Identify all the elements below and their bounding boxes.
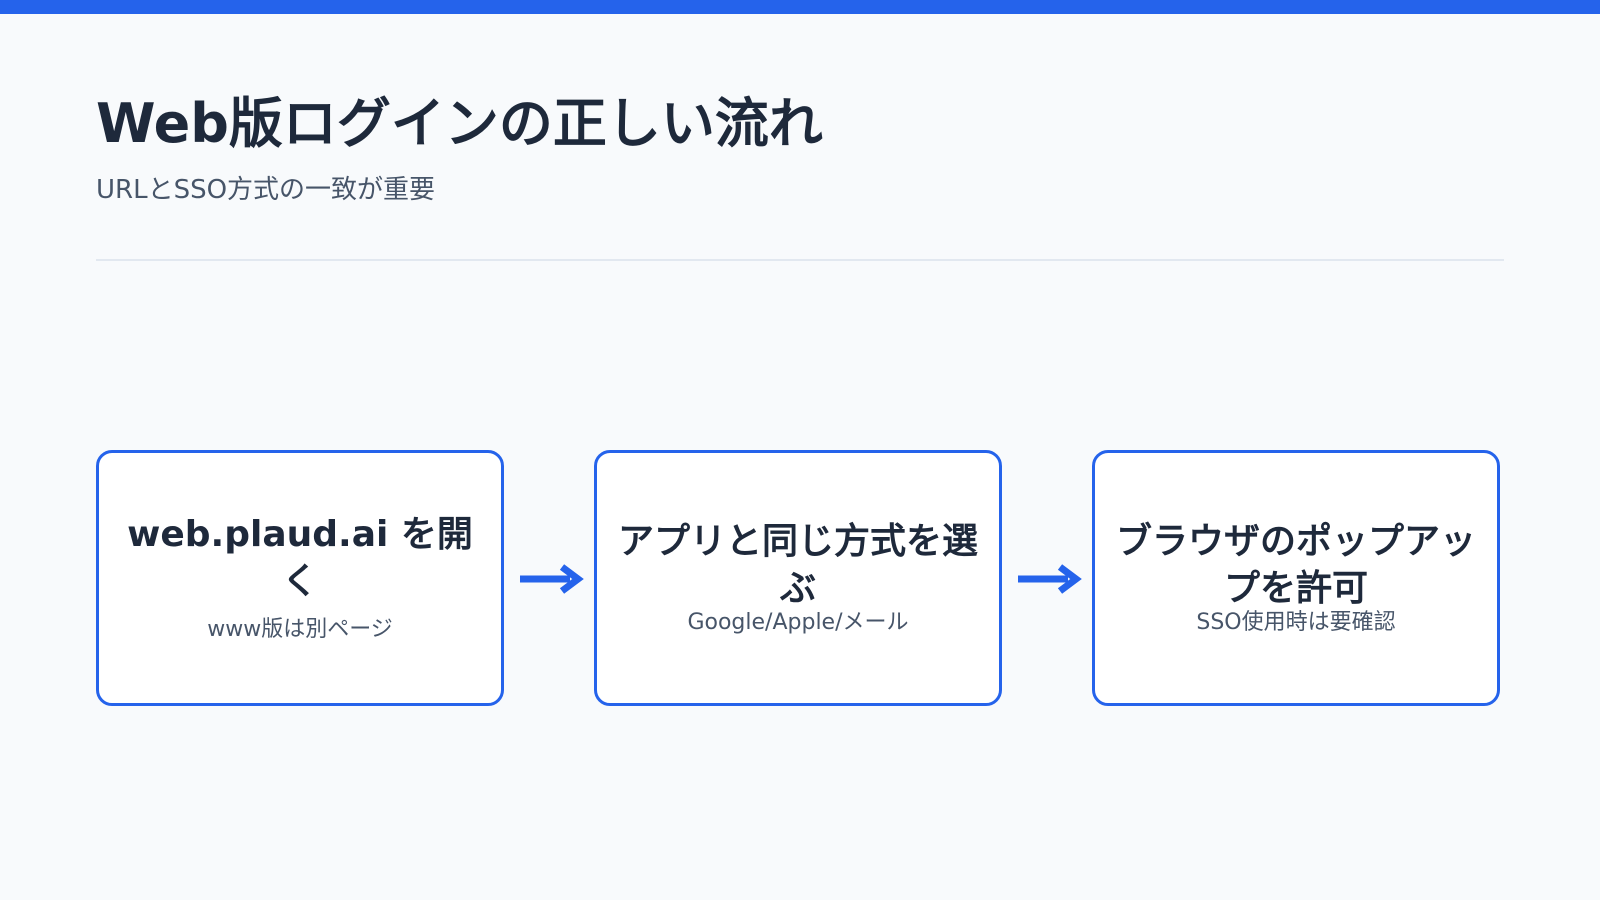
top-accent-bar — [0, 0, 1600, 14]
step-description: Google/Apple/メール — [687, 609, 909, 635]
step-title: ブラウザのポップアップを許可 — [1116, 520, 1477, 609]
step-box-2: アプリと同じ方式を選ぶ Google/Apple/メール — [594, 450, 1002, 706]
step-description: SSO使用時は要確認 — [1196, 609, 1396, 635]
arrow-right-icon — [1018, 564, 1082, 594]
step-box-3: ブラウザのポップアップを許可 SSO使用時は要確認 — [1092, 450, 1500, 706]
slide-subtitle: URLとSSO方式の一致が重要 — [96, 175, 436, 205]
slide-title: Web版ログインの正しい流れ — [96, 92, 823, 155]
divider — [96, 259, 1504, 261]
step-title: アプリと同じ方式を選ぶ — [618, 520, 979, 609]
step-title: web.plaud.ai を開く — [127, 513, 473, 602]
step-box-1: web.plaud.ai を開く www版は別ページ — [96, 450, 504, 706]
step-description: www版は別ページ — [207, 616, 393, 642]
arrow-right-icon — [520, 564, 584, 594]
